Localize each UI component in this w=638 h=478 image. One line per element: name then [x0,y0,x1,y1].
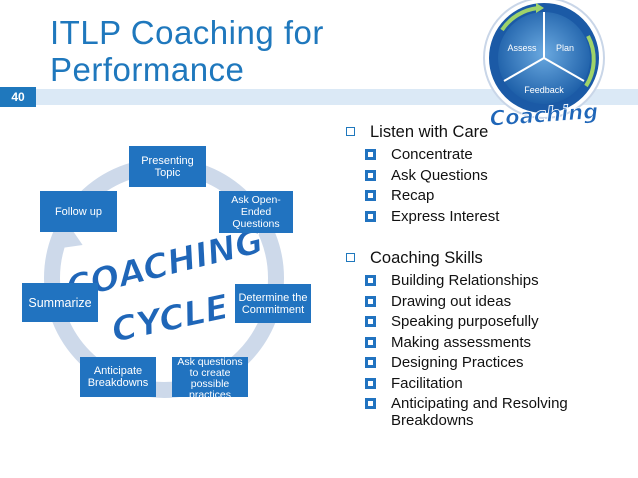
list-item: Designing Practices [342,354,632,371]
logo-assess-label: Assess [507,43,537,53]
cycle-step-ask-open-ended-questions: Ask Open-Ended Questions [219,191,293,233]
coaching-logo: Assess Plan Feedback Coaching [483,0,605,130]
list-item: Facilitation [342,375,632,392]
coaching-cycle-diagram: COACHING CYCLE [44,158,284,398]
slide-title-line-2: Performance [50,51,245,88]
list-item: Recap [342,187,632,204]
cycle-step-anticipate-breakdowns: Anticipate Breakdowns [80,357,156,397]
bullet-list: Listen with Care Concentrate Ask Questio… [342,122,632,433]
bullet-heading-listen: Listen with Care [342,122,632,142]
list-item: Anticipating and Resolving Breakdowns [342,395,632,429]
square-bullet-icon [365,377,376,389]
cycle-word-cycle: CYCLE [108,287,232,351]
square-bullet-icon [365,190,376,201]
slide-title-line-1: ITLP Coaching for [50,14,324,51]
list-item: Express Interest [342,208,632,225]
list-item: Ask Questions [342,167,632,184]
square-bullet-icon [365,357,376,368]
square-bullet-icon [365,275,376,286]
square-bullet-icon [365,336,376,348]
square-bullet-icon [365,210,376,222]
title-band [0,89,638,105]
cycle-step-ask-questions-practices: Ask questions to create possible practic… [172,357,248,397]
bullet-heading-coaching-skills: Coaching Skills [342,248,632,268]
square-bullet-icon [365,295,376,307]
square-bullet-icon [365,316,376,327]
square-bullet-icon [365,169,376,181]
logo-plan-label: Plan [556,43,574,53]
square-bullet-icon [365,398,376,409]
cycle-step-summarize: Summarize [22,283,98,322]
list-item: Drawing out ideas [342,293,632,310]
logo-feedback-label: Feedback [524,85,564,95]
cycle-step-follow-up: Follow up [40,191,117,232]
hollow-square-bullet-icon [346,253,355,262]
list-item: Making assessments [342,334,632,351]
cycle-step-determine-commitment: Determine the Commitment [235,284,311,323]
cycle-step-presenting-topic: Presenting Topic [129,146,206,187]
slide-number: 40 [0,87,36,107]
square-bullet-icon [365,149,376,160]
hollow-square-bullet-icon [346,127,355,136]
list-item: Concentrate [342,146,632,163]
list-item: Speaking purposefully [342,313,632,330]
slide-title: ITLP Coaching for Performance [50,14,450,88]
list-item: Building Relationships [342,272,632,289]
